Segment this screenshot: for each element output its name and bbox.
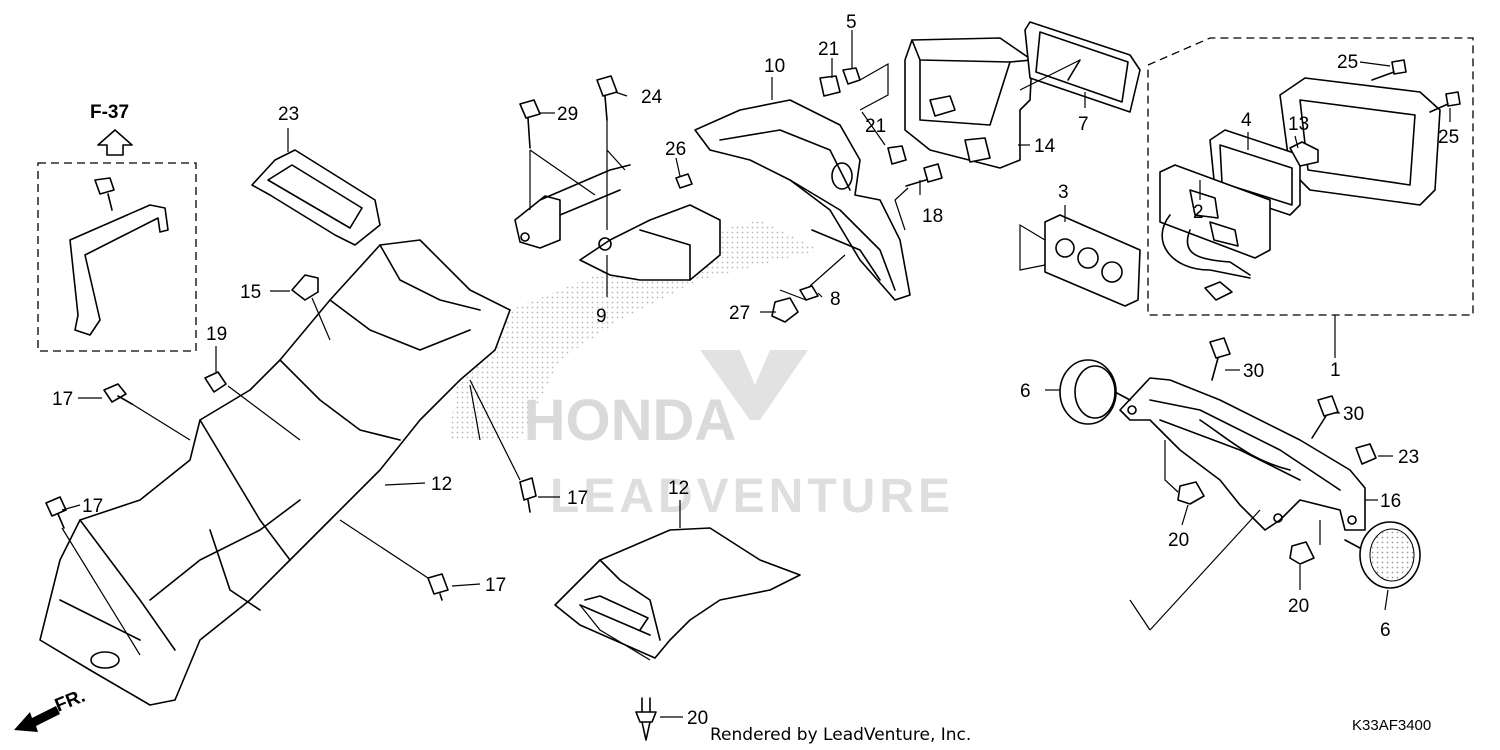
callout-27: 27: [729, 303, 750, 324]
rivet-drawing: [635, 697, 657, 741]
reference-box: F-37: [37, 102, 197, 352]
taillight-assembly-frame: [1147, 37, 1474, 316]
callout-6-a: 6: [1020, 381, 1031, 402]
diagram-code: K33AF3400: [1352, 717, 1431, 734]
nut-21-upper-drawing: [819, 75, 841, 97]
callout-17-d: 17: [485, 575, 506, 596]
callout-19: 20: [687, 708, 708, 729]
callout-9: 8: [830, 289, 841, 310]
callout-12: 12: [431, 474, 452, 495]
front-arrow-icon: [14, 706, 60, 732]
license-lens-drawing: [1024, 21, 1141, 113]
reference-label: F-37: [90, 102, 129, 123]
callout-26: 26: [665, 139, 686, 160]
callout-30-a: 30: [1243, 361, 1264, 382]
callout-20-b: 20: [1288, 596, 1309, 617]
callout-22: 19: [206, 324, 227, 345]
callout-14: 14: [1034, 136, 1056, 157]
callout-28: 23: [278, 104, 299, 125]
watermark-dotted-wing: [450, 220, 820, 440]
bolt-30-drawings: [1209, 337, 1339, 439]
callout-10: 9: [596, 306, 607, 327]
bracket-drawing: [514, 164, 721, 281]
rendered-by-label: Rendered by LeadVenture, Inc.: [710, 725, 971, 745]
bolt-18-drawing: [905, 163, 943, 187]
clip-nut-drawing: [204, 371, 227, 393]
callout-23: 23: [1398, 447, 1419, 468]
bolt-29-drawing: [519, 99, 541, 149]
nut-20-upper-drawing: [1177, 481, 1205, 505]
reflector-upper-drawing: [1059, 359, 1131, 425]
callout-13: 12: [668, 478, 689, 499]
nut-5-drawing: [842, 67, 861, 85]
callout-17-c: 17: [567, 488, 588, 509]
callout-29: 29: [557, 104, 578, 125]
reference-dashed-frame: [37, 162, 197, 352]
nut-21-lower-drawing: [887, 145, 907, 165]
lamp-base-drawing: [1159, 164, 1271, 301]
watermark-v-logo: [700, 350, 808, 420]
tail-housing-drawing: [1279, 77, 1441, 206]
callout-4: 4: [1241, 110, 1252, 131]
callout-15: 15: [240, 282, 261, 303]
nut-20-lower-drawing: [1289, 541, 1315, 565]
callout-17-a: 17: [52, 389, 73, 410]
reference-up-arrow-icon: [97, 129, 133, 156]
callout-17-b: 17: [82, 496, 103, 517]
callout-3: 3: [1058, 182, 1069, 203]
callout-21-a: 21: [818, 39, 839, 60]
callout-20-a: 20: [1168, 530, 1189, 551]
callout-5: 5: [846, 12, 857, 33]
lamp-plate-drawing: [1044, 214, 1141, 307]
bulb-drawing: [1289, 141, 1319, 167]
front-label: FR.: [52, 686, 88, 717]
callout-7: 7: [1078, 114, 1089, 135]
callout-30-b: 30: [1343, 404, 1364, 425]
washer-9-drawing: [799, 285, 819, 301]
nut-27-drawing: [771, 297, 799, 323]
callout-21-b: 21: [865, 116, 886, 137]
front-direction-indicator: FR.: [14, 686, 88, 732]
bolt-24-drawing: [596, 75, 618, 121]
reflector-bracket-drawing: [1119, 377, 1366, 531]
screw-25-drawings: [1371, 59, 1461, 113]
callout-1: 1: [1330, 360, 1341, 381]
callout-24: 24: [641, 87, 663, 108]
callout-8: 13: [1288, 114, 1309, 135]
callout-2: 2: [1193, 202, 1204, 223]
callout-11: 10: [764, 56, 785, 77]
reflector-lower-drawing: [1344, 521, 1421, 589]
callout-16: 16: [1380, 491, 1401, 512]
bolt-17-drawings: [45, 383, 537, 601]
mudguard-drawing: [554, 527, 801, 659]
rubber-strap-drawing: [251, 149, 381, 246]
license-light-drawing: [904, 37, 1033, 169]
callout-25-b: 25: [1438, 127, 1459, 148]
callout-25-a: 25: [1337, 52, 1358, 73]
watermark: HONDA LEADVENTURE: [450, 220, 954, 523]
callout-6-b: 6: [1380, 620, 1391, 641]
watermark-vendor: LEADVENTURE: [550, 470, 954, 523]
nut-26-drawing: [675, 173, 693, 189]
callout-18: 18: [922, 206, 943, 227]
watermark-brand: HONDA: [524, 388, 737, 453]
nut-23-drawing: [1355, 443, 1377, 465]
leader-lines: [61, 30, 1451, 718]
clip-drawing: [291, 274, 319, 301]
callout-numbers: 23 15 19 17 17 12 17 17 12 20 29 24 9 26…: [52, 12, 1459, 729]
license-bracket-drawing: [694, 99, 911, 301]
reference-bracket-drawing: [69, 177, 169, 336]
rear-fender-drawing: [39, 239, 511, 706]
